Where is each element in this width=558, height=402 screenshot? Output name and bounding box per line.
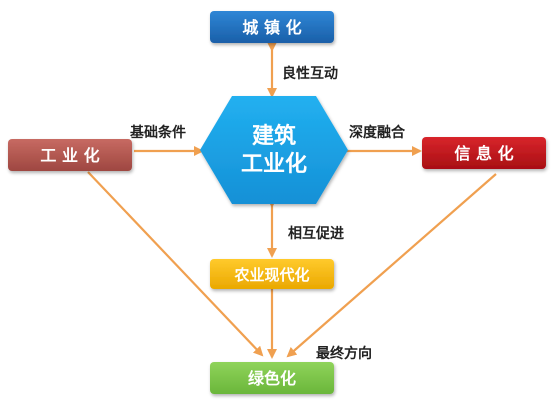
node-industrialization: 工 业 化 — [8, 139, 132, 171]
arrow-industry-green — [87, 171, 264, 357]
industrialization-box — [8, 139, 132, 171]
node-agri-modernization: 农业现代化 — [210, 259, 334, 289]
urbanization-label: 城 镇 化 — [242, 18, 301, 37]
arrow-info-green — [286, 173, 497, 358]
edge-label-right: 深度融合 — [349, 124, 406, 141]
node-greening: 绿色化 — [210, 362, 334, 394]
edge-label-final: 最终方向 — [316, 345, 372, 362]
urbanization-box — [210, 11, 334, 43]
agri-modernization-label: 农业现代化 — [233, 266, 309, 284]
node-informatization: 信 息 化 — [422, 137, 546, 169]
informatization-label: 信 息 化 — [454, 144, 513, 163]
arrows — [87, 42, 497, 359]
center-label-line1: 建筑 — [252, 123, 296, 149]
greening-box — [210, 362, 334, 394]
industrialization-label: 工 业 化 — [40, 146, 99, 165]
edge-label-top: 良性互动 — [282, 65, 338, 82]
center-label-line2: 工业化 — [241, 151, 307, 177]
agri-modernization-box — [210, 259, 334, 289]
center-hexagon — [200, 96, 348, 204]
edge-label-bottom: 相互促进 — [288, 225, 344, 242]
node-urbanization: 城 镇 化 — [210, 11, 334, 43]
center-node: 建筑 工业化 — [200, 96, 348, 204]
informatization-box — [422, 137, 546, 169]
greening-label: 绿色化 — [248, 369, 296, 388]
edge-label-left: 基础条件 — [130, 124, 186, 141]
